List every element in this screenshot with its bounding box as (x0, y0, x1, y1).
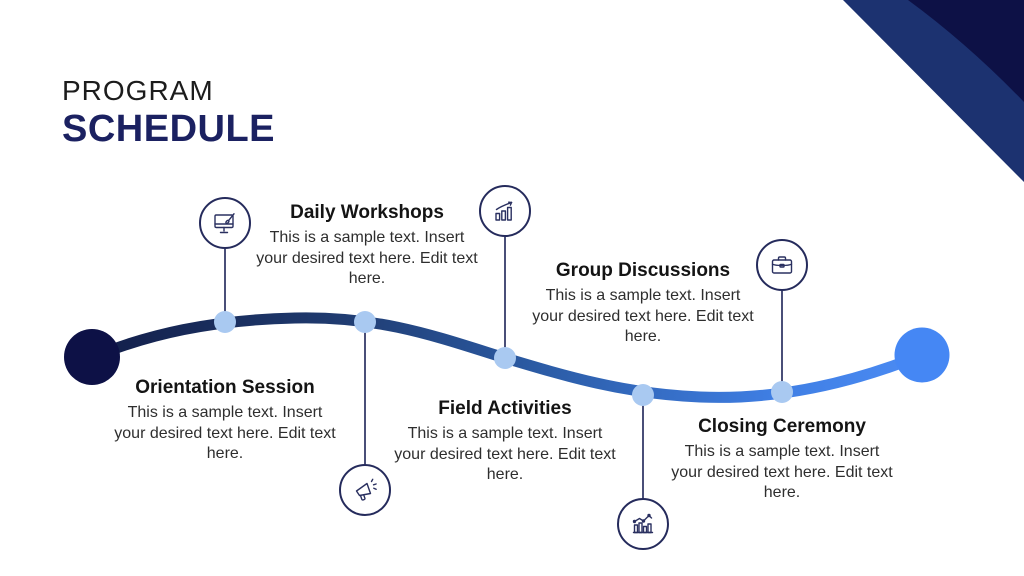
group-discussions-badge (617, 498, 669, 550)
corner-decoration (843, 0, 1024, 182)
megaphone-icon (355, 478, 377, 501)
node-title: Group Discussions (555, 260, 731, 281)
growth-chart-icon (495, 201, 513, 221)
timeline-dot-orientation (214, 311, 236, 333)
node-body: This is a sample text. Insert your desir… (671, 442, 893, 502)
node-body: This is a sample text. Insert your desir… (532, 286, 754, 346)
timeline-dot-workshops (354, 311, 376, 333)
slide-title-block: PROGRAM SCHEDULE (62, 75, 276, 151)
node-body: This is a sample text. Insert your desir… (114, 403, 336, 463)
daily-workshops-text: Daily Workshops This is a sample text. I… (255, 202, 479, 290)
timeline-start-circle (64, 329, 120, 385)
node-title: Daily Workshops (290, 202, 444, 223)
orientation-session-badge (199, 197, 251, 249)
node-title: Field Activities (438, 398, 572, 419)
slide-title: SCHEDULE (62, 107, 276, 150)
briefcase-icon (771, 256, 793, 274)
monitor-paintbrush-icon (214, 213, 235, 234)
field-activities-badge (479, 185, 531, 237)
field-activities-text: Field Activities This is a sample text. … (393, 398, 617, 486)
slide-kicker: PROGRAM (62, 75, 214, 106)
closing-ceremony-badge (756, 239, 808, 291)
timeline-end-circle (894, 327, 950, 383)
daily-workshops-badge (339, 464, 391, 516)
bar-line-chart-icon (632, 513, 654, 534)
timeline-dot-field (494, 347, 516, 369)
timeline-dot-closing (771, 381, 793, 403)
closing-ceremony-text: Closing Ceremony This is a sample text. … (670, 416, 894, 504)
group-discussions-text: Group Discussions This is a sample text.… (531, 260, 755, 348)
corner-dark-triangle (908, 0, 1024, 102)
timeline-dot-discussions (632, 384, 654, 406)
node-body: This is a sample text. Insert your desir… (256, 228, 478, 288)
orientation-session-text: Orientation Session This is a sample tex… (113, 377, 337, 465)
node-title: Closing Ceremony (698, 416, 866, 437)
node-title: Orientation Session (135, 377, 315, 398)
node-body: This is a sample text. Insert your desir… (394, 424, 616, 484)
